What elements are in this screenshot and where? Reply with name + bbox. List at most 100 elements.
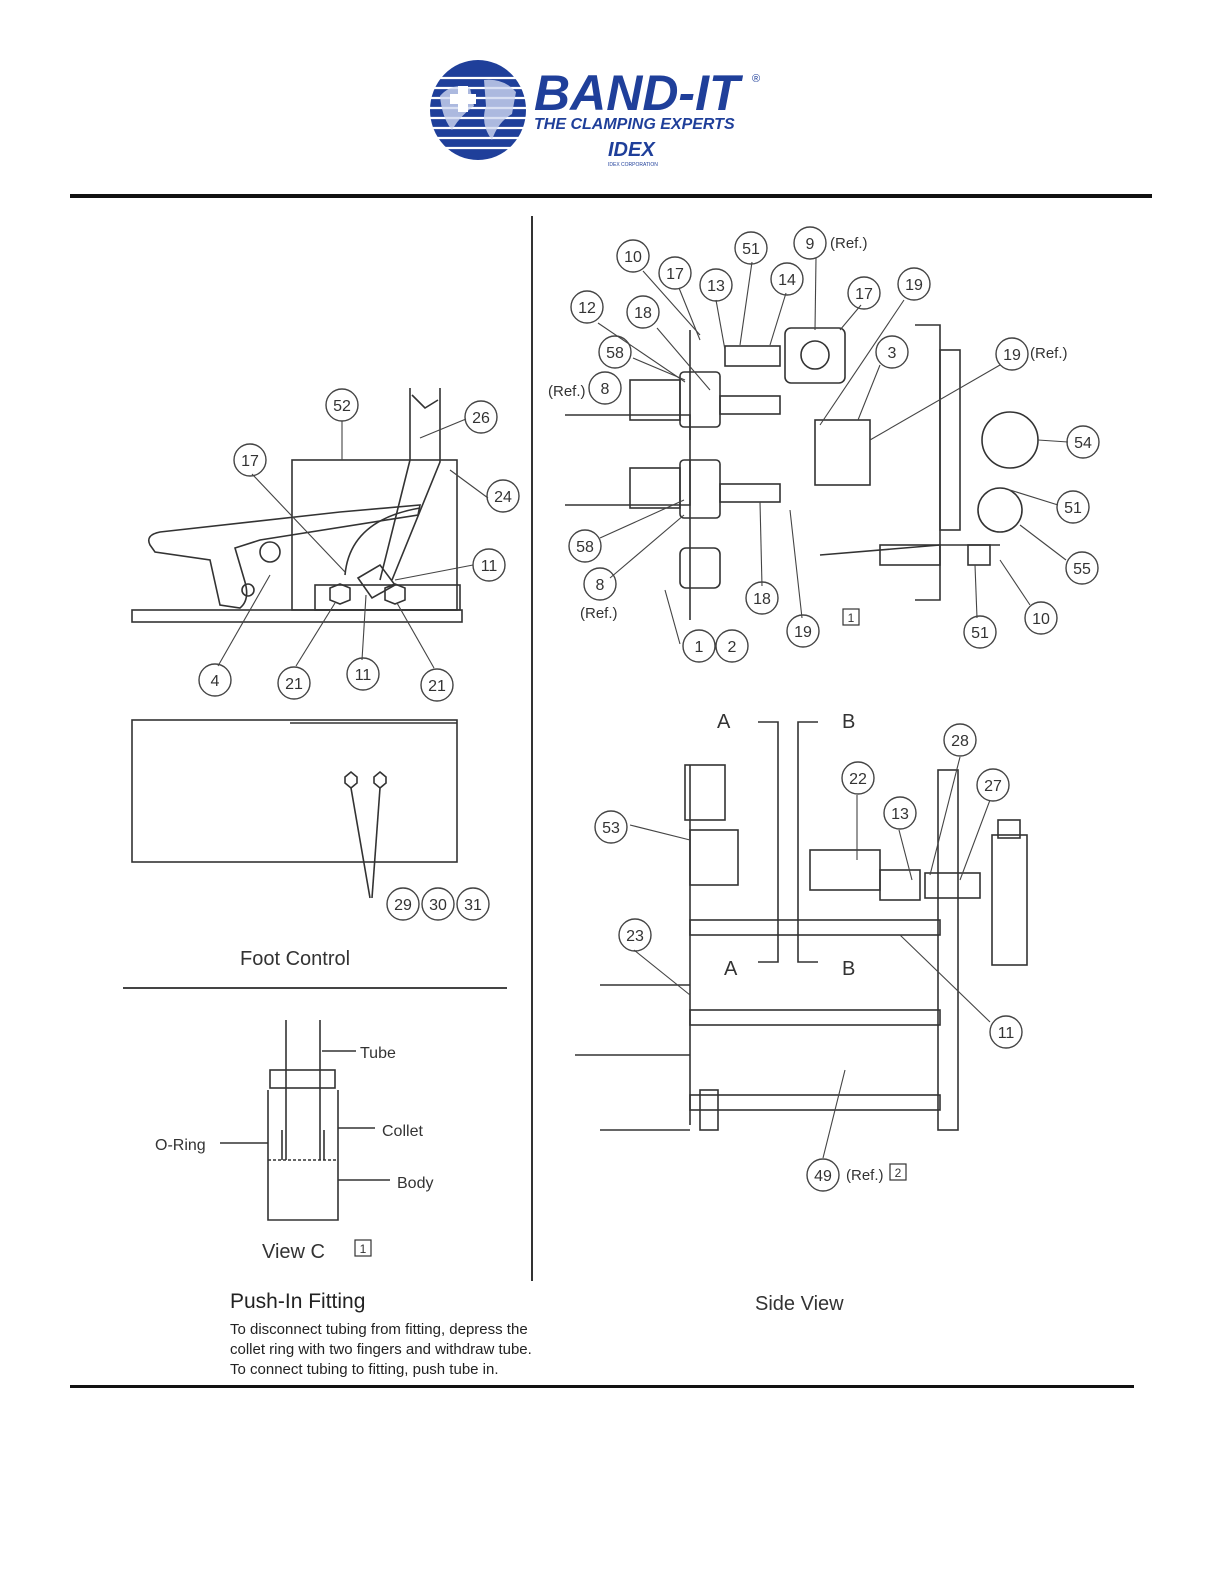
side-view-drawing	[575, 721, 1028, 1131]
callout-number: 11	[998, 1025, 1015, 1042]
ref-label-8-bottom: (Ref.)	[580, 605, 618, 622]
callout-number: 18	[753, 591, 771, 608]
callout-circle	[847, 276, 881, 310]
callout-circle	[588, 371, 622, 405]
ref-label-9: (Ref.)	[830, 235, 868, 252]
callout-number: 52	[333, 398, 351, 415]
callout-number: 58	[606, 345, 624, 362]
callout-number: 51	[971, 625, 989, 642]
ref-label-19: (Ref.)	[1030, 345, 1068, 362]
section-b-bottom: B	[842, 958, 855, 980]
callout-number: 27	[984, 778, 1002, 795]
callout-circle	[1024, 601, 1058, 635]
callout-number: 22	[849, 771, 867, 788]
collet-label: Collet	[382, 1123, 423, 1140]
callout-number: 4	[211, 673, 220, 690]
callout-number: 30	[429, 897, 447, 914]
note-number-top-view: 1	[848, 611, 855, 625]
callout-circle	[963, 615, 997, 649]
callout-number: 21	[428, 678, 446, 695]
foot-control-caption: Foot Control	[240, 948, 350, 970]
callout-circle	[875, 335, 909, 369]
callout-number: 2	[728, 639, 737, 656]
callout-circle	[770, 262, 804, 296]
callout-number: 31	[464, 897, 482, 914]
callout-circle	[346, 657, 380, 691]
callout-number: 58	[576, 539, 594, 556]
body-label: Body	[397, 1175, 433, 1192]
callout-circle	[989, 1015, 1023, 1049]
registered-mark: ®	[752, 73, 760, 85]
callout-circle	[420, 668, 454, 702]
view-c-caption: View C	[262, 1241, 325, 1263]
callout-circle	[1065, 551, 1099, 585]
ref-label-49: (Ref.)	[846, 1167, 884, 1184]
callout-circle	[594, 810, 628, 844]
callout-number: 19	[1003, 347, 1021, 364]
callout-circle	[456, 887, 490, 921]
callout-number: 14	[778, 272, 796, 289]
callout-circle	[486, 479, 520, 513]
callout-circle	[976, 768, 1010, 802]
callout-number: 51	[742, 241, 760, 258]
callout-circle	[464, 400, 498, 434]
callout-number: 19	[905, 277, 923, 294]
callout-circle	[734, 231, 768, 265]
band-it-logo: BAND-IT ® THE CLAMPING EXPERTS IDEX IDEX…	[430, 60, 760, 168]
callout-number: 55	[1073, 561, 1091, 578]
description-line: To connect tubing to fitting, push tube …	[230, 1361, 499, 1378]
description-line: To disconnect tubing from fitting, depre…	[230, 1321, 528, 1338]
leader-lines	[217, 257, 1069, 1159]
section-divider	[123, 987, 507, 989]
callout-circle	[943, 723, 977, 757]
callout-number: 12	[578, 300, 596, 317]
callout-circle	[995, 337, 1029, 371]
bottom-rule	[70, 1385, 1134, 1388]
corp-text: IDEX	[608, 139, 656, 161]
foot-control-drawing	[131, 388, 463, 623]
callout-number: 53	[602, 820, 620, 837]
callout-circle	[715, 629, 749, 663]
callout-number: 17	[855, 286, 873, 303]
tube-label: Tube	[360, 1045, 396, 1062]
callout-number: 26	[472, 410, 490, 427]
foot-control-plan	[131, 719, 458, 899]
globe-icon	[430, 60, 526, 160]
callout-circle	[570, 290, 604, 324]
callout-circle	[626, 295, 660, 329]
callout-number: 21	[285, 676, 303, 693]
callout-number: 49	[814, 1168, 832, 1185]
push-in-description: To disconnect tubing from fitting, depre…	[230, 1320, 590, 1380]
callout-number: 9	[806, 236, 815, 253]
callout-circle	[883, 796, 917, 830]
callout-circle	[277, 666, 311, 700]
callout-number: 13	[707, 278, 725, 295]
callout-circle	[682, 629, 716, 663]
callout-circle	[1056, 490, 1090, 524]
callout-number: 51	[1064, 500, 1082, 517]
callout-number: 1	[695, 639, 704, 656]
side-view-caption: Side View	[755, 1293, 844, 1315]
ref-label-8-top: (Ref.)	[548, 383, 586, 400]
callout-circle	[616, 239, 650, 273]
tagline-text: THE CLAMPING EXPERTS	[534, 116, 735, 133]
callout-number: 24	[494, 489, 512, 506]
section-a-top: A	[717, 711, 731, 733]
push-in-title: Push-In Fitting	[230, 1290, 366, 1313]
callout-circle	[583, 567, 617, 601]
vertical-divider	[531, 216, 533, 1281]
callout-number: 3	[888, 345, 897, 362]
callout-circle	[786, 614, 820, 648]
note-number-view-c: 1	[360, 1242, 367, 1256]
description-line: collet ring with two fingers and withdra…	[230, 1341, 532, 1358]
note-box-top-view	[842, 608, 860, 626]
pneumatic-panel-drawing	[565, 324, 1039, 620]
callout-number: 19	[794, 624, 812, 641]
callout-number: 17	[666, 266, 684, 283]
callout-circle	[421, 887, 455, 921]
callout-circle	[233, 443, 267, 477]
callout-number: 8	[601, 381, 610, 398]
callout-circle	[598, 335, 632, 369]
oring-label: O-Ring	[155, 1137, 206, 1154]
